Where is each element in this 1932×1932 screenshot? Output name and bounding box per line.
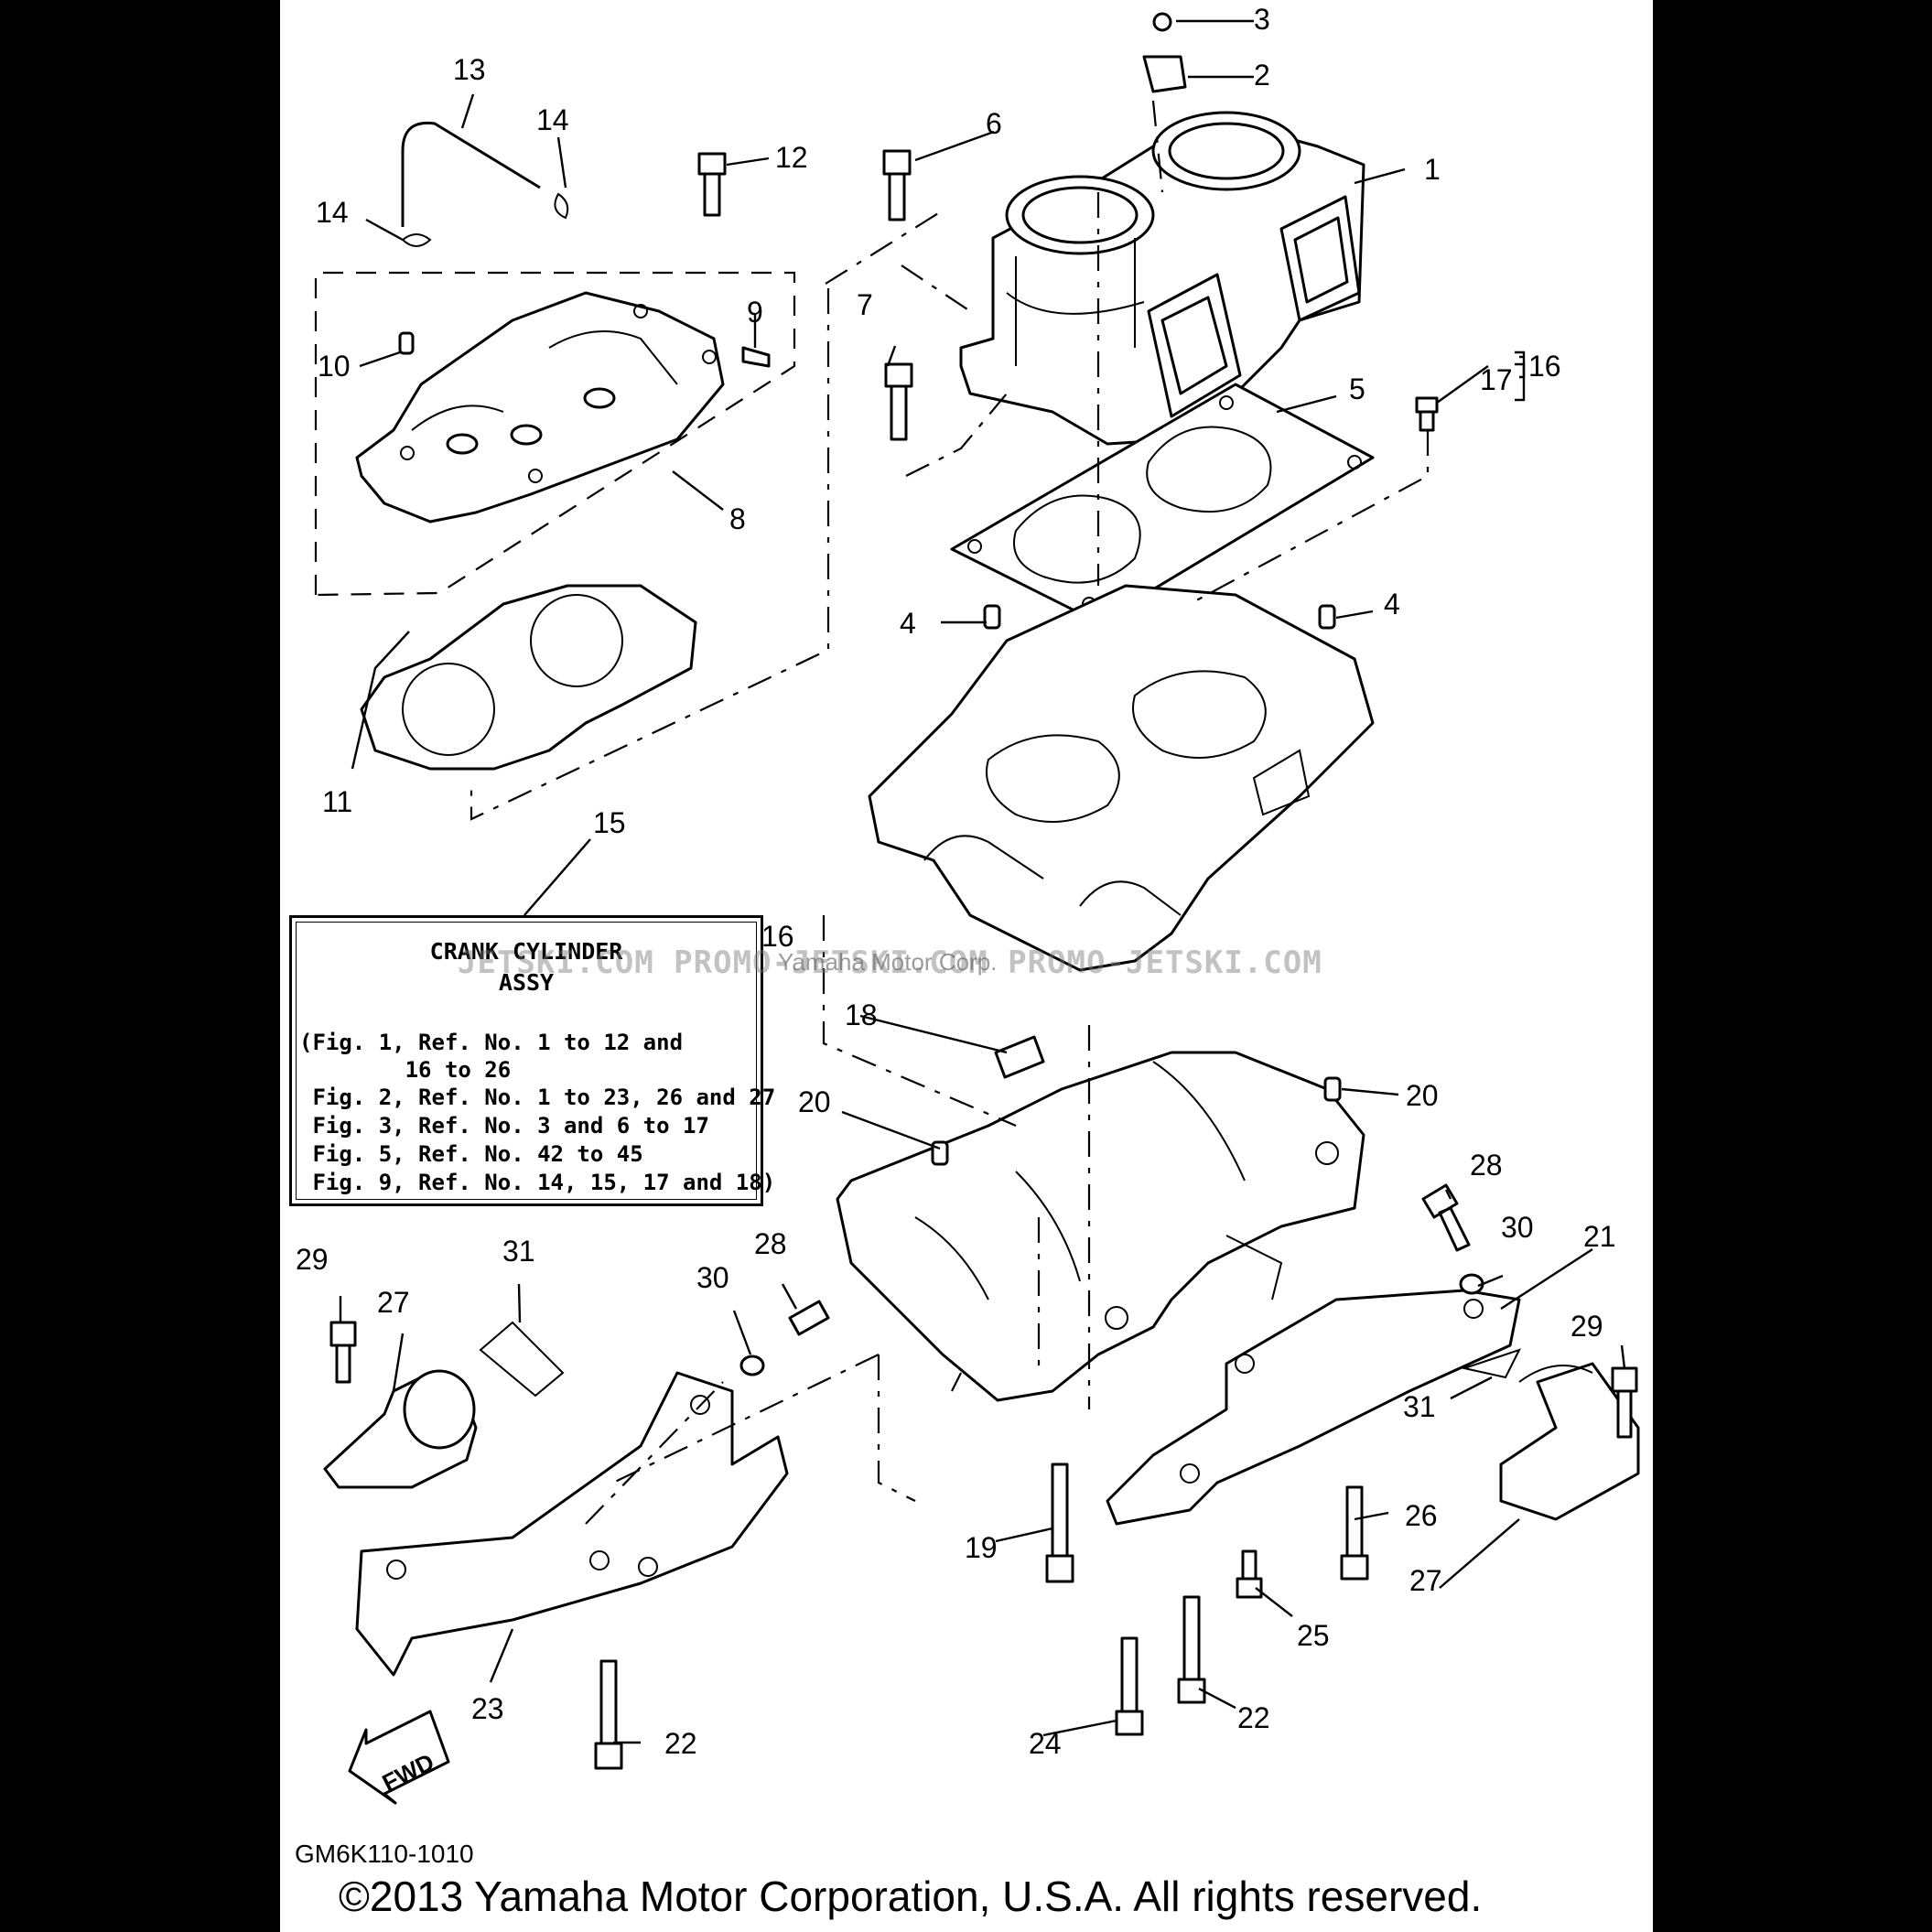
callout-12: 12	[775, 141, 808, 174]
callout-30: 30	[1501, 1211, 1534, 1244]
dowel-pin	[983, 604, 1001, 630]
cylinder-block	[959, 111, 1365, 446]
clamp	[1142, 55, 1187, 93]
callout-11: 11	[322, 785, 352, 818]
kit-title-line1: CRANK CYLINDER	[429, 938, 623, 965]
callout-18: 18	[845, 998, 878, 1031]
callout-19: 19	[965, 1531, 998, 1564]
kit-line: Fig. 9, Ref. No. 14, 15, 17 and 18)	[299, 1170, 776, 1195]
callout-14: 14	[316, 196, 349, 229]
kit-dashed-outline	[314, 271, 796, 597]
cylinder-gasket	[950, 383, 1375, 624]
dowel-pin	[398, 331, 415, 355]
callout-9: 9	[747, 296, 763, 329]
callout-29: 29	[296, 1243, 329, 1276]
copyright-notice: ©2013 Yamaha Motor Corporation, U.S.A. A…	[339, 1873, 1483, 1920]
bolts	[329, 149, 1638, 1770]
callout-23: 23	[471, 1692, 504, 1725]
callout-31: 31	[502, 1235, 535, 1268]
hose-clip	[401, 233, 432, 247]
leader-lines	[339, 19, 1626, 1744]
kit-title-line2: ASSY	[498, 969, 555, 996]
forward-direction-arrow: FWD	[348, 1710, 450, 1805]
callout-5: 5	[1349, 372, 1365, 405]
rubber-mount-right	[1499, 1362, 1640, 1521]
rubber-mount-left	[323, 1369, 478, 1489]
kit-line: (Fig. 1, Ref. No. 1 to 12 and	[299, 1030, 684, 1055]
kit-line: Fig. 2, Ref. No. 1 to 23, 26 and 27	[299, 1085, 776, 1110]
group-bracket	[1515, 351, 1526, 402]
callout-22: 22	[1237, 1701, 1270, 1734]
kit-line: 16 to 26	[299, 1057, 512, 1083]
lower-crankcase	[836, 1051, 1365, 1402]
callout-14: 14	[536, 103, 569, 136]
kit-line: Fig. 3, Ref. No. 3 and 6 to 17	[299, 1113, 709, 1139]
dowel-pin	[931, 1140, 949, 1166]
callout-2: 2	[1254, 59, 1270, 92]
right-mount-bracket	[1106, 1289, 1521, 1526]
alignment-lines	[470, 100, 1430, 1525]
callout-31: 31	[1403, 1390, 1436, 1423]
kit-contents-inner-frame	[296, 922, 757, 1200]
callout-20: 20	[1406, 1079, 1439, 1112]
callout-22: 22	[664, 1727, 697, 1760]
exhaust-cover	[355, 291, 725, 523]
callout-8: 8	[729, 502, 746, 535]
kit-contents-box: CRANK CYLINDER ASSY (Fig. 1, Ref. No. 1 …	[289, 915, 775, 1206]
upper-crankcase	[868, 584, 1375, 972]
callout-6: 6	[986, 107, 1002, 140]
watermark-center-text: Yamaha Motor Corp.	[778, 948, 998, 976]
callout-7: 7	[857, 288, 873, 321]
callout-4: 4	[900, 607, 916, 640]
head-gasket	[360, 584, 697, 771]
callout-29: 29	[1570, 1310, 1603, 1343]
callout-20: 20	[798, 1085, 831, 1118]
washer	[1459, 1273, 1484, 1295]
callout-3: 3	[1254, 3, 1270, 36]
callout-10: 10	[318, 350, 351, 383]
callout-24: 24	[1029, 1727, 1062, 1760]
breather-hose	[401, 121, 541, 227]
callout-28: 28	[754, 1227, 787, 1260]
washer	[739, 1355, 765, 1376]
dowel-pin	[1323, 1076, 1342, 1102]
callout-4: 4	[1384, 588, 1400, 621]
callout-30: 30	[696, 1261, 729, 1294]
diagram-code: GM6K110-1010	[295, 1840, 474, 1868]
left-mount-bracket	[355, 1371, 789, 1677]
kit-line: Fig. 5, Ref. No. 42 to 45	[299, 1141, 643, 1167]
dowel-pin	[1318, 604, 1336, 630]
hose-clip	[554, 192, 569, 220]
callout-27: 27	[1409, 1564, 1442, 1597]
damper	[1461, 1348, 1521, 1379]
damper	[479, 1321, 565, 1398]
callout-15: 15	[593, 806, 626, 839]
callout-28: 28	[1470, 1149, 1503, 1182]
callout-16: 16	[1528, 350, 1561, 383]
callout-17: 17	[1480, 363, 1513, 396]
callout-27: 27	[377, 1286, 410, 1319]
callout-numbers: 1 2 3 4 4 5 6 7 8 9 10 11 12 13 14 14 15…	[296, 3, 1616, 1760]
callout-13: 13	[453, 53, 486, 86]
callout-21: 21	[1583, 1220, 1616, 1253]
callout-25: 25	[1297, 1619, 1330, 1652]
screw	[1152, 12, 1172, 32]
callout-1: 1	[1424, 153, 1441, 186]
callout-16: 16	[761, 920, 794, 953]
collar	[994, 1035, 1045, 1079]
watermark-text: JETSKI.COM PROMO-JETSKI.COM PROMO-JETSKI…	[458, 944, 1322, 981]
callout-26: 26	[1405, 1499, 1438, 1532]
